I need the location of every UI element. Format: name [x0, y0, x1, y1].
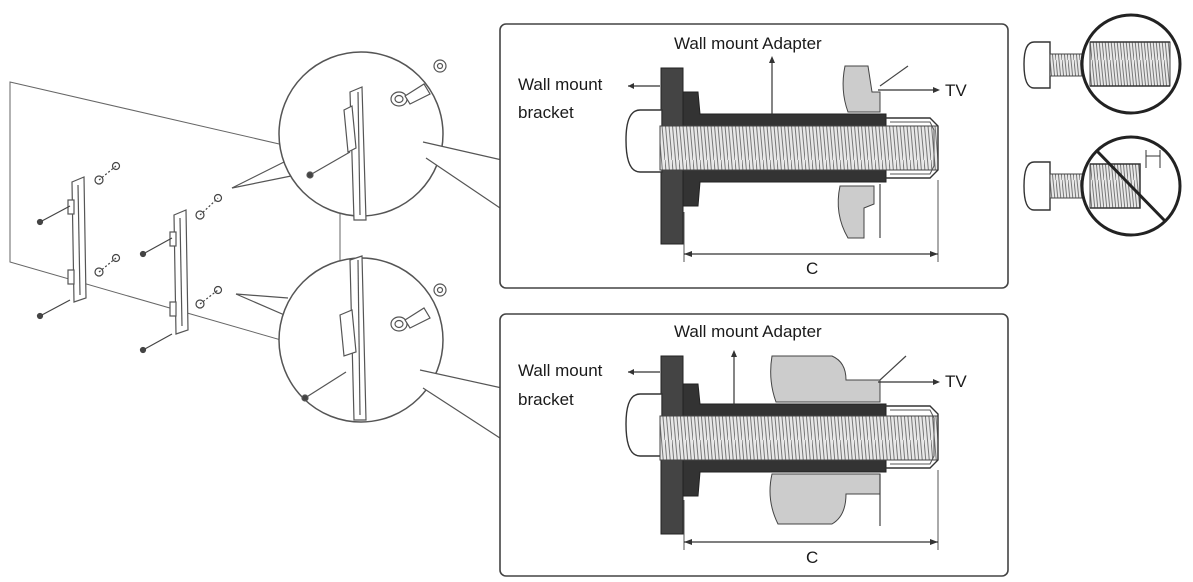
zoom-circle-top: [278, 51, 447, 221]
top-bracket-label-line1: Wall mount: [518, 75, 603, 94]
screw-correct-example: [1023, 13, 1182, 115]
top-bracket-label-line2: bracket: [518, 103, 574, 122]
bottom-bracket-label-line1: Wall mount: [518, 361, 603, 380]
screw-incorrect-example: [1023, 135, 1182, 237]
bottom-adapter-label: Wall mount Adapter: [674, 322, 822, 341]
wall-mount-bracket-right: [169, 209, 189, 335]
wall-mount-bracket-left: [67, 176, 87, 303]
top-adapter-label: Wall mount Adapter: [674, 34, 822, 53]
zoom-circle-bottom: [278, 255, 447, 423]
top-dimension-label: C: [806, 259, 819, 278]
zoom-callout-lines: [231, 157, 297, 321]
detail-panel-bottom: [499, 313, 1009, 577]
bottom-dimension-label: C: [806, 548, 819, 567]
bracket-screws: [36, 161, 223, 354]
top-tv-label: TV: [945, 81, 967, 100]
callout-wedges: [419, 141, 504, 442]
detail-panel-top: [499, 23, 1009, 289]
bottom-bracket-label-line2: bracket: [518, 390, 574, 409]
bottom-tv-label: TV: [945, 372, 967, 391]
